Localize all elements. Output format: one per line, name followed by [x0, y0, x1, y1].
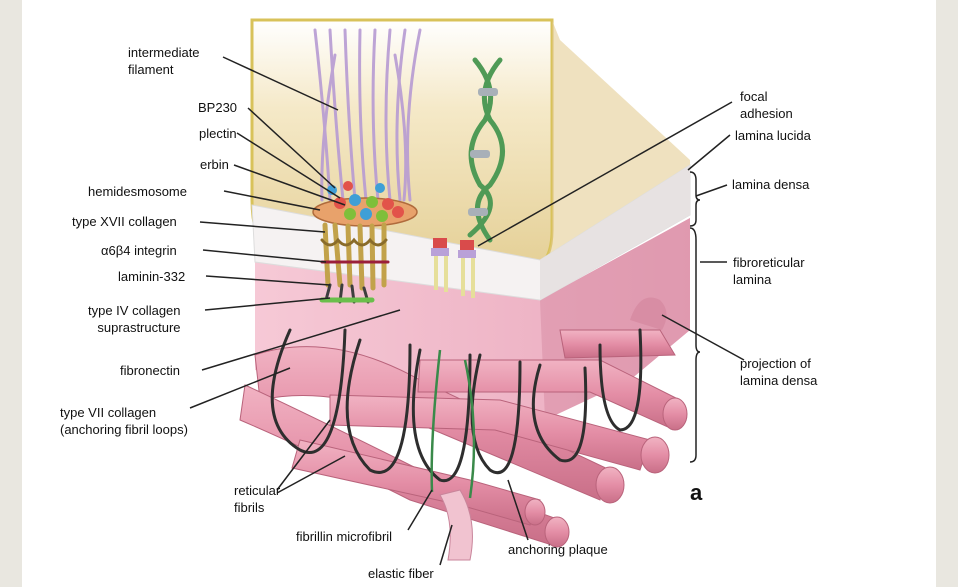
label-lamina-lucida: lamina lucida	[735, 127, 811, 144]
label-projection-line2: lamina densa	[740, 372, 817, 389]
label-projection-lamina-densa: projection of lamina densa	[740, 355, 817, 389]
label-fibroreticular-lamina: fibroreticular lamina	[733, 254, 805, 288]
label-type-vii-collagen: type VII collagen (anchoring fibril loop…	[60, 404, 188, 438]
label-fibrillin-microfibril: fibrillin microfibril	[296, 528, 392, 545]
label-type-iv-collagen-line1: type IV collagen	[88, 302, 181, 319]
label-focal-adhesion-line1: focal	[740, 88, 793, 105]
label-fibronectin: fibronectin	[120, 362, 180, 379]
label-laminin-332: laminin-332	[118, 268, 185, 285]
label-reticular-fibrils-line2: fibrils	[234, 499, 280, 516]
label-type-xvii-collagen: type XVII collagen	[72, 213, 177, 230]
label-focal-adhesion-line2: adhesion	[740, 105, 793, 122]
label-fibroreticular-lamina-line2: lamina	[733, 271, 805, 288]
label-elastic-fiber: elastic fiber	[368, 565, 434, 582]
label-type-iv-collagen-line2: suprastructure	[88, 319, 181, 336]
label-anchoring-plaque: anchoring plaque	[508, 541, 608, 558]
label-projection-line1: projection of	[740, 355, 817, 372]
label-integrin: α6β4 integrin	[101, 242, 177, 259]
label-bp230: BP230	[198, 99, 237, 116]
label-type-vii-collagen-line1: type VII collagen	[60, 404, 188, 421]
label-focal-adhesion: focal adhesion	[740, 88, 793, 122]
label-fibroreticular-lamina-line1: fibroreticular	[733, 254, 805, 271]
label-reticular-fibrils-line1: reticular	[234, 482, 280, 499]
label-intermediate-filament-line1: intermediate	[128, 44, 200, 61]
label-type-iv-collagen: type IV collagen suprastructure	[88, 302, 181, 336]
label-erbin: erbin	[200, 156, 229, 173]
label-intermediate-filament: intermediate filament	[128, 44, 200, 78]
label-reticular-fibrils: reticular fibrils	[234, 482, 280, 516]
label-hemidesmosome: hemidesmosome	[88, 183, 187, 200]
label-intermediate-filament-line2: filament	[128, 61, 200, 78]
layer-braces	[690, 172, 700, 462]
label-lamina-densa: lamina densa	[732, 176, 809, 193]
label-plectin: plectin	[199, 125, 237, 142]
label-type-vii-collagen-line2: (anchoring fibril loops)	[60, 421, 188, 438]
panel-letter: a	[690, 480, 702, 506]
